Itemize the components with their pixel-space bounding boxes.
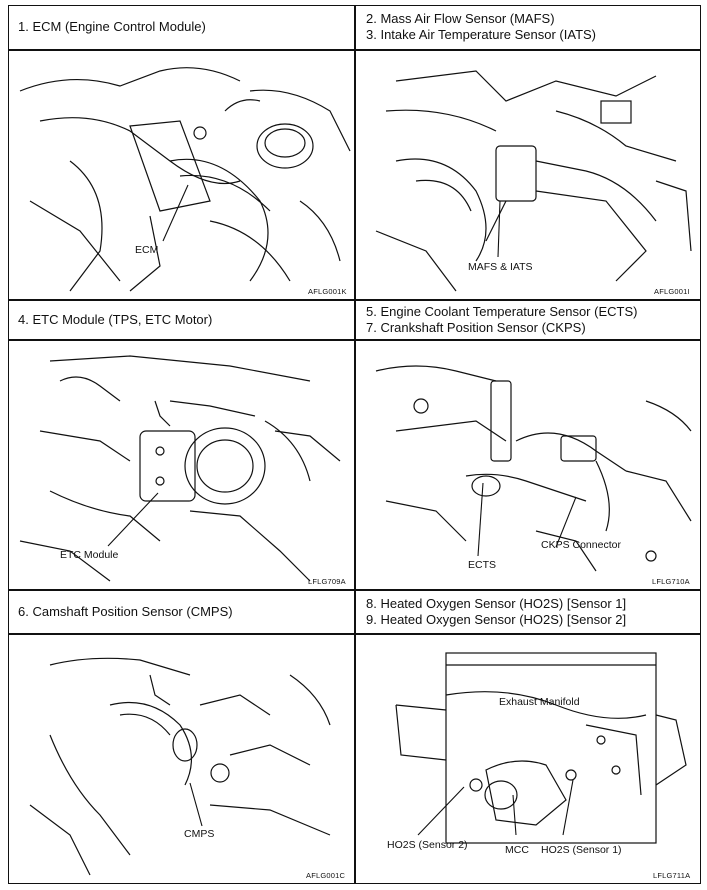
ho2s-illustration bbox=[395, 652, 687, 844]
cmps-illustration bbox=[29, 657, 331, 876]
ho2s-heading: 8. Heated Oxygen Sensor (HO2S) [Sensor 1… bbox=[356, 591, 701, 633]
row-divider bbox=[8, 589, 701, 591]
ecm-label: ECM bbox=[135, 244, 158, 256]
etc-figure bbox=[10, 341, 354, 589]
ecm-figure bbox=[10, 51, 354, 299]
cmps-label: CMPS bbox=[184, 828, 214, 840]
ects-label: ECTS bbox=[468, 559, 496, 571]
etc-module-label: ETC Module bbox=[60, 549, 119, 561]
heading-line: 7. Crankshaft Position Sensor (CKPS) bbox=[366, 320, 586, 335]
mafs-iats-label: MAFS & IATS bbox=[468, 261, 533, 273]
column-divider bbox=[354, 5, 356, 884]
callout-layer: ECM MAFS & IATS ETC Module CKPS Connecto… bbox=[60, 184, 622, 856]
heading-line: 3. Intake Air Temperature Sensor (IATS) bbox=[366, 27, 597, 42]
figure-code: AFLG001I bbox=[654, 287, 690, 296]
ecm-heading: 1. ECM (Engine Control Module) bbox=[8, 5, 354, 49]
ho2s-sensor1-label: HO2S (Sensor 1) bbox=[541, 844, 622, 856]
figure-code: AFLG001C bbox=[306, 871, 346, 880]
etc-heading: 4. ETC Module (TPS, ETC Motor) bbox=[8, 301, 354, 339]
row-divider bbox=[8, 299, 701, 301]
heading-line: 9. Heated Oxygen Sensor (HO2S) [Sensor 2… bbox=[366, 612, 627, 627]
cmps-figure bbox=[10, 635, 354, 884]
mafs-heading: 2. Mass Air Flow Sensor (MAFS) 3. Intake… bbox=[356, 5, 701, 49]
ects-heading: 5. Engine Coolant Temperature Sensor (EC… bbox=[356, 301, 701, 339]
sensor-location-sheet: 1. ECM (Engine Control Module) 2. Mass A… bbox=[8, 5, 701, 884]
ecm-illustration bbox=[19, 67, 351, 292]
row-divider bbox=[8, 49, 701, 51]
figure-code: LFLG709A bbox=[308, 577, 346, 586]
row-divider bbox=[8, 633, 701, 635]
ckps-connector-label: CKPS Connector bbox=[541, 539, 621, 551]
cmps-heading: 6. Camshaft Position Sensor (CMPS) bbox=[8, 591, 354, 633]
figure-code: AFLG001K bbox=[308, 287, 347, 296]
mcc-label: MCC bbox=[505, 844, 529, 856]
ho2s-figure bbox=[356, 635, 701, 884]
figure-code: LFLG710A bbox=[652, 577, 690, 586]
heading-line: 4. ETC Module (TPS, ETC Motor) bbox=[18, 312, 213, 327]
etc-illustration bbox=[19, 355, 341, 582]
heading-line: 6. Camshaft Position Sensor (CMPS) bbox=[18, 604, 233, 619]
figure-code: LFLG711A bbox=[653, 871, 691, 880]
ects-figure bbox=[356, 341, 701, 589]
heading-line: 5. Engine Coolant Temperature Sensor (EC… bbox=[366, 304, 638, 319]
mafs-figure bbox=[356, 51, 701, 299]
row-divider bbox=[8, 339, 701, 341]
exhaust-manifold-label: Exhaust Manifold bbox=[499, 696, 580, 708]
heading-line: 1. ECM (Engine Control Module) bbox=[18, 19, 206, 34]
ects-illustration bbox=[375, 365, 692, 572]
heading-line: 8. Heated Oxygen Sensor (HO2S) [Sensor 1… bbox=[366, 596, 627, 611]
heading-line: 2. Mass Air Flow Sensor (MAFS) bbox=[366, 11, 555, 26]
mafs-illustration bbox=[375, 70, 692, 292]
ho2s-sensor2-label: HO2S (Sensor 2) bbox=[387, 839, 468, 851]
